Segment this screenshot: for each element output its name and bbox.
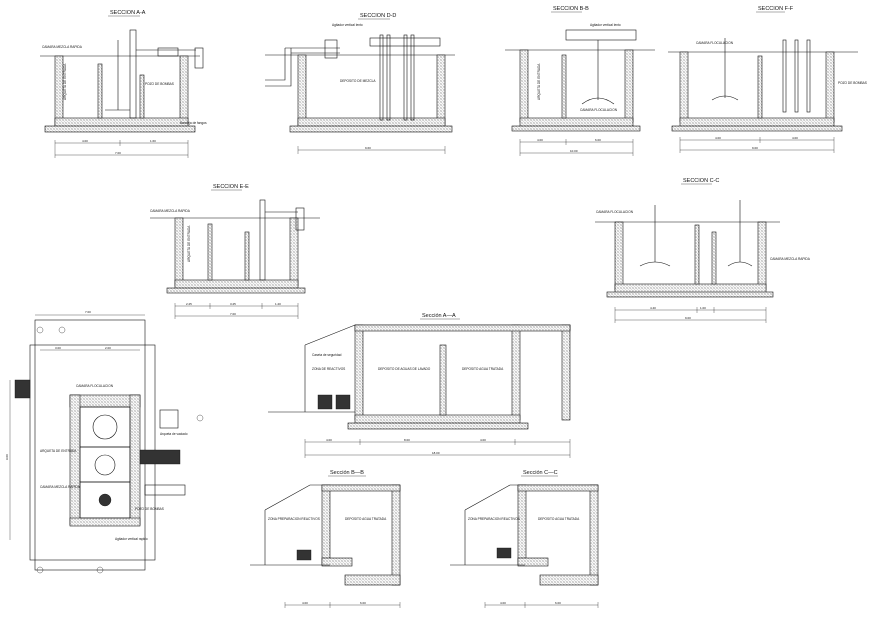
- dimension: 7.00: [230, 312, 236, 316]
- label: Caseta de seguridad: [312, 353, 342, 357]
- dimension: 4.00: [500, 601, 506, 605]
- label: POZO DE BOMBAS: [135, 507, 164, 511]
- dimension: 4.40: [650, 306, 656, 310]
- dimension: 4.00: [302, 601, 308, 605]
- section-title: SECCION D-D: [360, 13, 396, 19]
- dimension: 8.00: [404, 438, 410, 442]
- section-title: SECCION C-C: [683, 178, 719, 184]
- label: ZONA DE REACTIVOS: [312, 367, 345, 371]
- section-title: SECCION F-F: [758, 6, 794, 12]
- section-bb-bottom: Sección B—B ZONA PREPARACION REACTIVOS D…: [250, 470, 401, 608]
- dimension: 4.00: [715, 136, 721, 140]
- dimension: 2.25: [186, 302, 192, 306]
- label: ARQUETA DE ENTRADA: [63, 63, 67, 100]
- dimension: 4.00: [537, 138, 543, 142]
- label: ARQUETA DE ENTRADA: [187, 225, 191, 262]
- dimension: 9.60: [365, 146, 371, 150]
- dimension: 6.00: [595, 138, 601, 142]
- label: Arqueta de vaciado: [160, 432, 188, 436]
- section-title: Sección A—A: [422, 313, 456, 319]
- label: ZONA PREPARACION REACTIVOS: [268, 517, 320, 521]
- dimension: 7.00: [115, 151, 121, 155]
- label: ARQUETA DE ENTRADA: [40, 449, 77, 453]
- dimension: 9.00: [685, 316, 691, 320]
- section-ee: SECCION E-E ARQUETA DE ENTRADA CAMARA ME…: [150, 184, 320, 319]
- label: POZO DE BOMBAS: [838, 81, 867, 85]
- label: Agitador vertical lento: [590, 23, 621, 27]
- dimension: 3.25: [230, 302, 236, 306]
- label: Bandeja de fangos: [180, 121, 207, 125]
- plan-view: 7.00 3.00 2.00 9.00 CAMARA FLOCULACION A…: [5, 310, 204, 574]
- label: Agitador vertical rapido: [115, 537, 148, 541]
- label: DEPOSITO DE MEZCLA: [340, 79, 376, 83]
- section-title: Sección C—C: [523, 470, 558, 476]
- section-aa-main: Sección A—A Caseta de seguridad ZONA DE …: [268, 313, 571, 458]
- label: CAMARA MEZCLA RAPIDA: [770, 257, 811, 261]
- dimension: 10.00: [570, 149, 578, 153]
- dimension: 4.00: [82, 139, 88, 143]
- section-title: SECCION B-B: [553, 6, 589, 12]
- label: CAMARA FLOCULACION: [76, 384, 114, 388]
- section-ff: SECCION F-F CAMARA FLOCULACION POZO DE B…: [668, 6, 867, 153]
- label: CAMARA MEZCLA RAPIDA: [42, 45, 83, 49]
- label: CAMARA MEZCLA RAPIDA: [40, 485, 81, 489]
- label: ARQUETA DE ENTRADA: [537, 63, 541, 100]
- label: DEPOSITO DE AGUAS DE LAVADO: [378, 367, 431, 371]
- label: DEPOSITO AGUA TRATADA: [462, 367, 504, 371]
- section-bb-top: SECCION B-B ARQUETA DE ENTRADA CAMARA FL…: [505, 6, 655, 156]
- section-dd: SECCION D-D DEPOSITO DE MEZCLA Agitador …: [265, 13, 455, 154]
- dimension: 1.60: [150, 139, 156, 143]
- dimension: 2.00: [105, 346, 111, 350]
- label: DEPOSITO AGUA TRATADA: [345, 517, 387, 521]
- section-title: SECCION E-E: [213, 184, 249, 190]
- label: CAMARA FLOCULACION: [580, 108, 618, 112]
- dimension: 6.00: [360, 601, 366, 605]
- dimension: 1.20: [275, 302, 281, 306]
- section-cc-top: SECCION C-C CAMARA FLOCULACION CAMARA ME…: [595, 178, 811, 323]
- label: CAMARA FLOCULACION: [596, 210, 634, 214]
- label: DEPOSITO AGUA TRATADA: [538, 517, 580, 521]
- label: CAMARA FLOCULACION: [696, 41, 734, 45]
- section-title: Sección B—B: [330, 470, 364, 476]
- dimension: 9.00: [752, 146, 758, 150]
- dimension: 7.00: [85, 310, 91, 314]
- label: Agitador vertical lento: [332, 23, 363, 27]
- dimension: 4.00: [480, 438, 486, 442]
- label: CAMARA MEZCLA RAPIDA: [150, 209, 191, 213]
- dimension: 4.00: [792, 136, 798, 140]
- label: ZONA PREPARACION REACTIVOS: [468, 517, 520, 521]
- dimension: 4.00: [326, 438, 332, 442]
- section-cc-bottom: Sección C—C ZONA PREPARACION REACTIVOS D…: [450, 470, 599, 608]
- dimension: 9.00: [5, 454, 9, 460]
- dimension: 6.00: [555, 601, 561, 605]
- dimension: 1.00: [700, 306, 706, 310]
- dimension: 18.00: [432, 451, 440, 455]
- section-title: SECCION A-A: [110, 10, 146, 16]
- section-aa-top: SECCION A-A ARQUETA DE ENTRADA CAMARA ME…: [40, 10, 207, 158]
- label: POZO DE BOMBAS: [145, 82, 174, 86]
- dimension: 3.00: [55, 346, 61, 350]
